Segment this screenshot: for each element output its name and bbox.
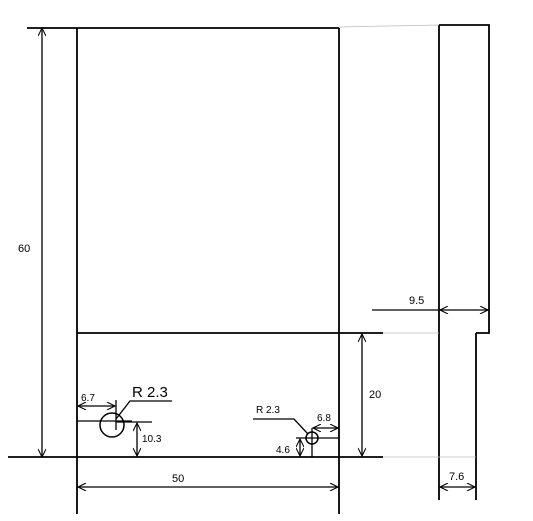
hole-2-leader — [253, 418, 309, 435]
hole-1-leader — [115, 400, 172, 420]
dim-width-total-label: 50 — [172, 473, 184, 485]
hole-1-x-label: 6.7 — [81, 393, 95, 404]
hole-2-x-label: 6.8 — [317, 413, 331, 424]
hole-2 — [253, 418, 339, 457]
hole-2-y-label: 4.6 — [276, 445, 290, 456]
dim-height-lower-label: 20 — [369, 389, 381, 401]
hole-1 — [77, 400, 172, 456]
hole-1-y-label: 10.3 — [142, 434, 162, 445]
side-view — [438, 24, 490, 500]
front-view — [8, 27, 383, 514]
hole-1-radius-label: R 2.3 — [132, 384, 168, 401]
hole-2-radius-label: R 2.3 — [256, 405, 280, 416]
dim-side-bottom-width-label: 7.6 — [449, 471, 464, 483]
dim-side-thickness-label: 9.5 — [409, 295, 424, 307]
dim-height-total-label: 60 — [18, 243, 30, 255]
hole-1-circle — [99, 412, 125, 438]
side-upper-outline — [439, 24, 490, 334]
construction-lines — [338, 24, 476, 458]
